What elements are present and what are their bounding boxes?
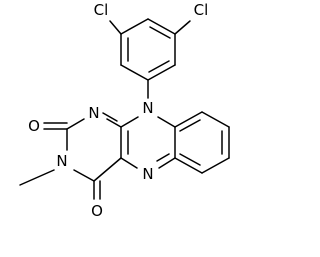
atom-labels: Cl Cl N N N N O O <box>28 1 208 220</box>
bond <box>179 153 201 166</box>
bond <box>149 26 171 39</box>
bond <box>147 18 176 35</box>
atom-label-o-top: O <box>28 117 40 135</box>
atom-label-cl-right: Cl <box>194 1 209 19</box>
bond <box>148 60 170 73</box>
bond <box>179 119 201 132</box>
atom-label-cl-left: Cl <box>94 1 109 19</box>
bond <box>201 157 230 174</box>
bond <box>73 169 95 182</box>
bond <box>102 112 118 122</box>
bond <box>156 153 170 162</box>
bonds <box>19 18 230 200</box>
bond <box>174 20 191 35</box>
atom-label-n-bottom: N <box>142 165 153 183</box>
bond <box>106 118 122 128</box>
bond <box>147 64 176 81</box>
molecule-structure-diagram: Cl Cl N N N N O O <box>19 1 230 220</box>
bond <box>120 18 149 35</box>
atom-label-n-top: N <box>142 99 153 117</box>
bond <box>174 157 203 174</box>
bond <box>201 111 230 128</box>
bond <box>158 157 176 169</box>
bond <box>66 118 85 130</box>
atom-label-o-bottom: O <box>91 202 103 220</box>
atom-label-n-ring-left: N <box>88 104 99 122</box>
bond <box>120 116 139 128</box>
bond <box>93 157 122 182</box>
bond <box>174 111 203 128</box>
atom-label-n-methyl: N <box>56 152 67 170</box>
bond <box>157 116 176 128</box>
bond <box>120 64 149 81</box>
bond <box>19 169 55 186</box>
bond <box>120 157 138 169</box>
bond <box>109 20 122 35</box>
